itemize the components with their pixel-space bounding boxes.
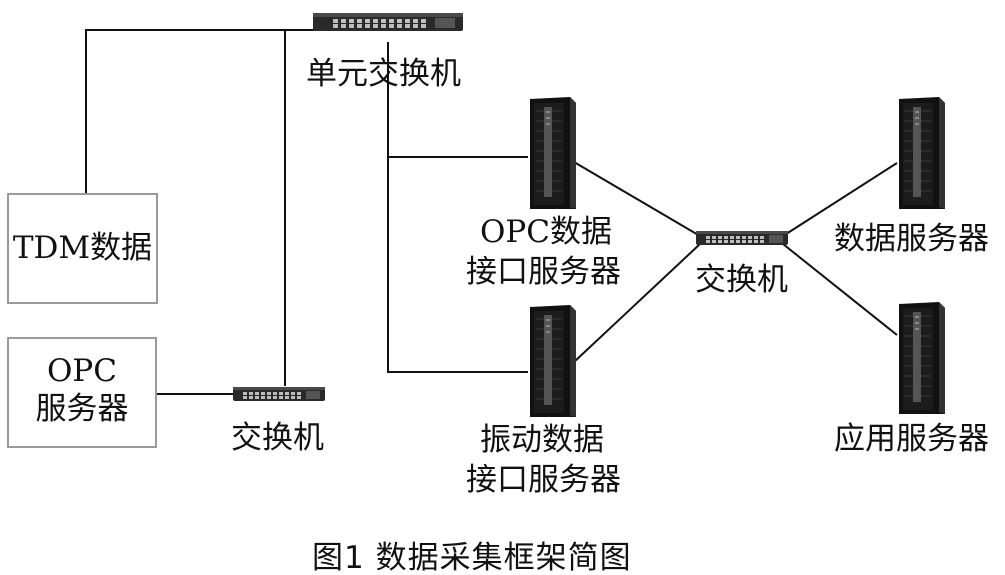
center-switch-label: 交换机 xyxy=(695,262,788,298)
unit-switch-icon xyxy=(313,13,463,31)
vibration-interface-server-icon xyxy=(530,305,576,417)
link-tdm-unit-switch xyxy=(85,29,318,193)
opc-interface-server-icon xyxy=(530,97,576,209)
link-vibif-center xyxy=(573,243,701,363)
tdm-data-box xyxy=(7,193,158,304)
link-unit-vib-if xyxy=(387,157,528,373)
unit-switch-label: 单元交换机 xyxy=(306,56,461,92)
opc-interface-server-label-line2: 接口服务器 xyxy=(466,254,621,290)
vibration-interface-server-label-line2: 接口服务器 xyxy=(466,462,621,498)
opc-server-box xyxy=(7,337,157,448)
opc-server-label-line1: OPC xyxy=(47,353,117,389)
opc-interface-server-label-line1: OPC数据 xyxy=(480,214,612,250)
figure-caption: 图1 数据采集框架简图 xyxy=(312,540,632,575)
application-server-icon xyxy=(899,302,945,414)
left-switch-icon xyxy=(233,387,325,401)
tdm-data-label: TDM数据 xyxy=(12,230,153,266)
left-switch-label: 交换机 xyxy=(231,420,324,456)
data-server-label: 数据服务器 xyxy=(834,221,989,257)
vibration-interface-server-label-line1: 振动数据 xyxy=(480,422,604,458)
data-server-icon xyxy=(899,97,945,209)
center-switch-icon xyxy=(696,231,788,245)
opc-server-label-line2: 服务器 xyxy=(35,391,129,427)
link-center-data xyxy=(782,162,898,237)
link-opcif-center xyxy=(573,161,701,237)
application-server-label: 应用服务器 xyxy=(834,421,989,457)
link-center-app xyxy=(782,243,898,336)
